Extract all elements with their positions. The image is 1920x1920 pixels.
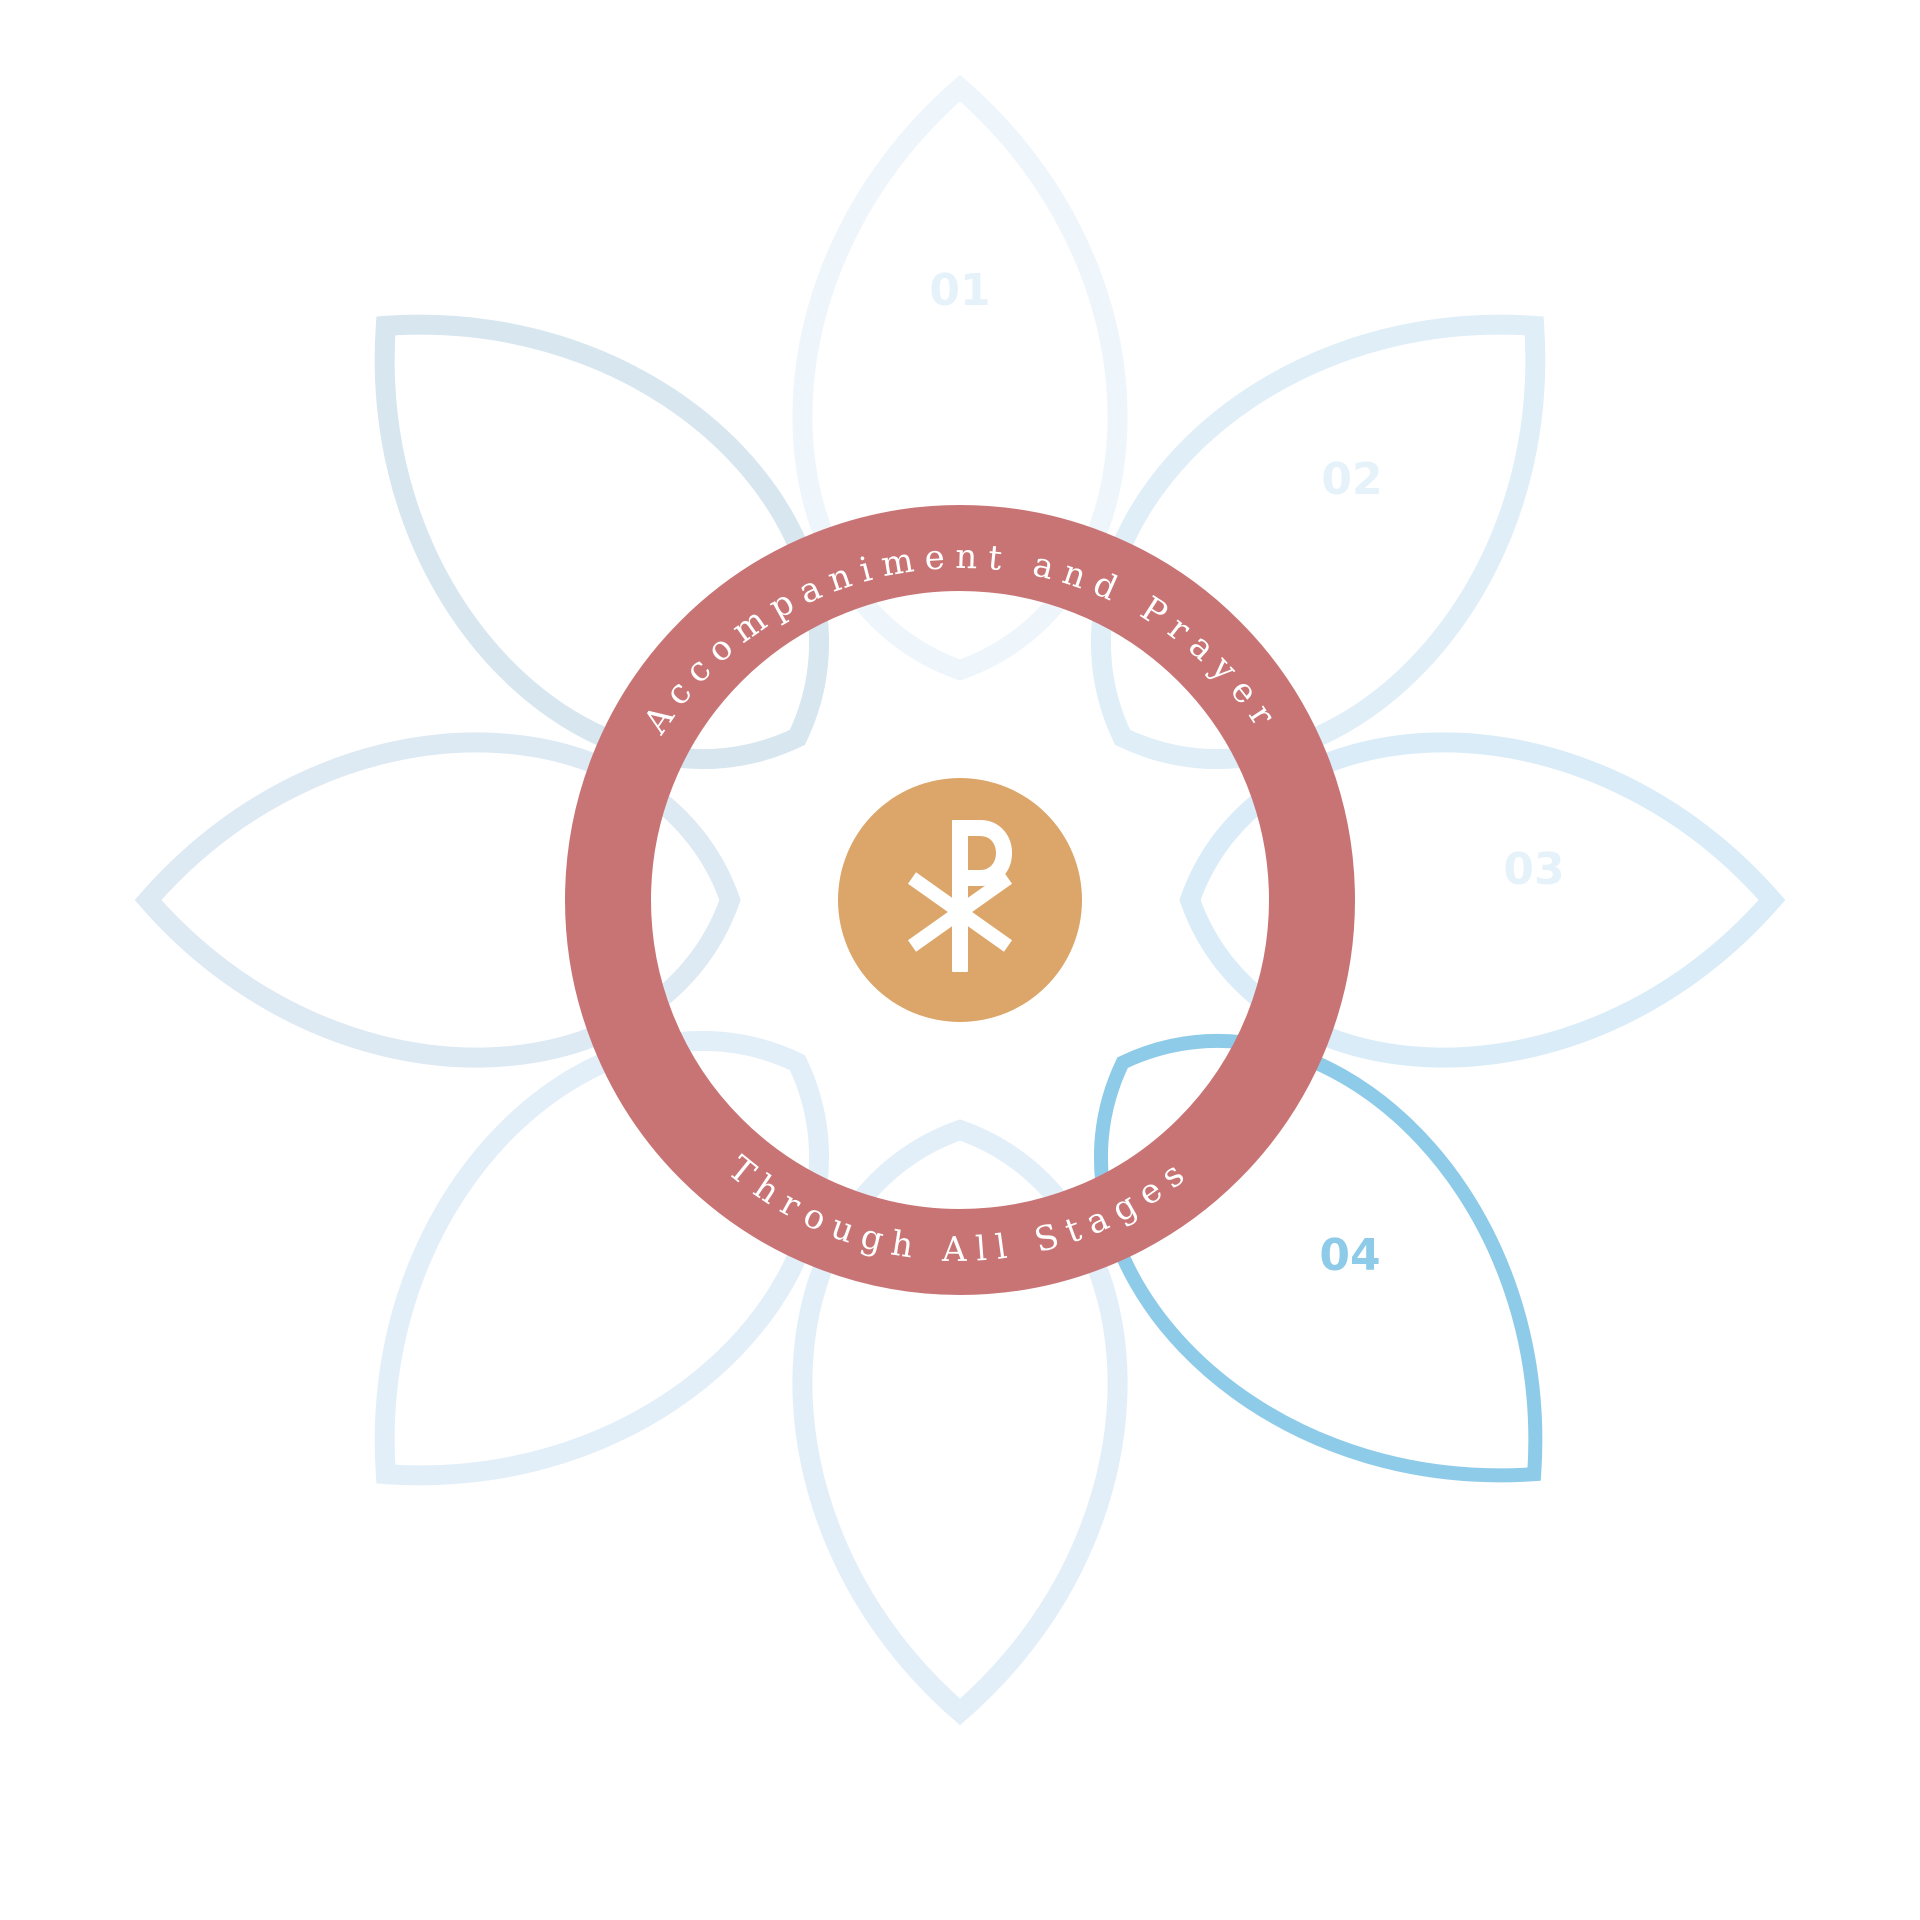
ring-text-top: Accompaniment and Prayer [635,537,1288,742]
chi-rho-icon [907,820,1013,972]
petal-label-04: 04 [1319,1230,1380,1281]
petal-label-03: 03 [1503,844,1564,895]
ring-band [565,505,1355,1295]
petal-label-02: 02 [1321,454,1382,505]
petal-labels: 01 02 03 04 [929,265,1564,1281]
petal-label-01: 01 [929,265,990,316]
